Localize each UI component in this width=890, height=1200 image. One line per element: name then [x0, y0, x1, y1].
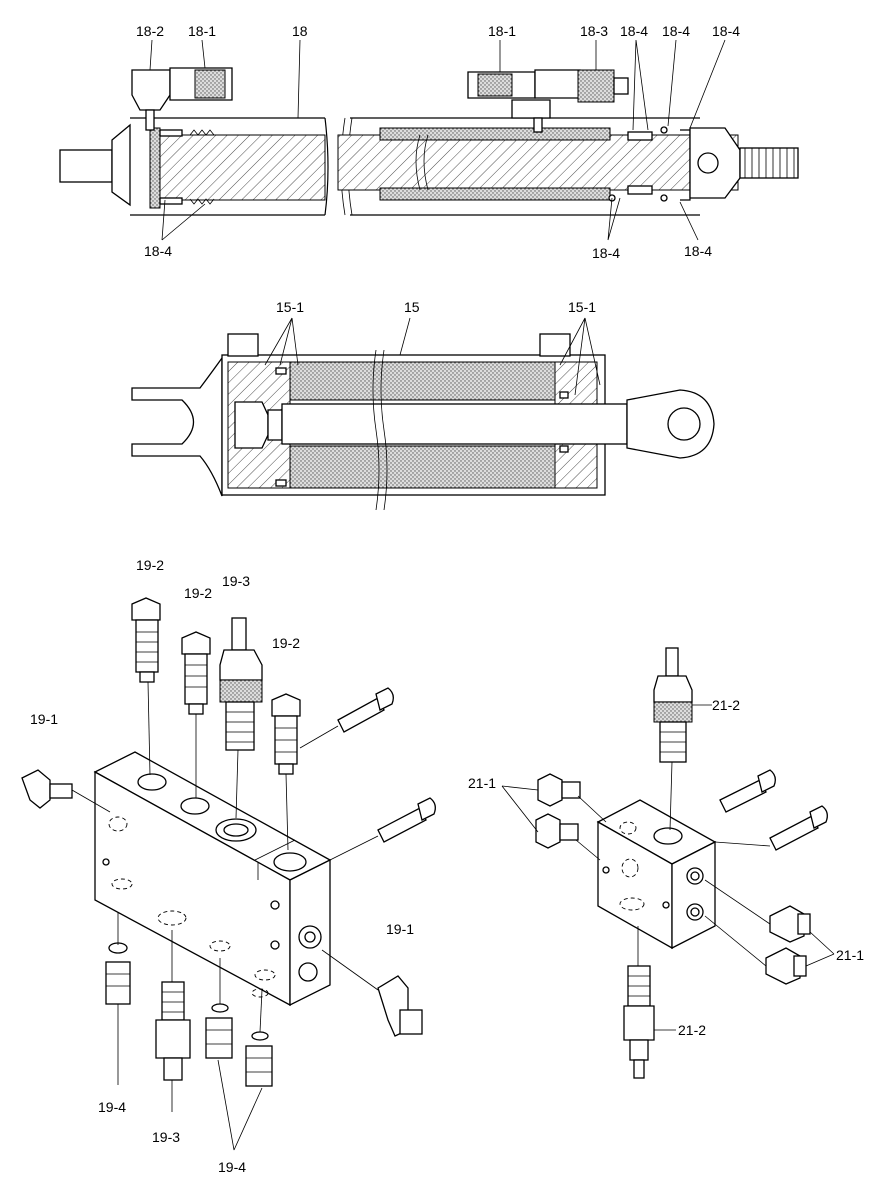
valve-block-21-assembly: 21-2 21-1 21-1 21-2: [468, 647, 864, 1079]
callout-15-1-left: 15-1: [276, 299, 304, 315]
callout-18-4-top-c: 18-4: [712, 23, 740, 39]
callout-19-4-left: 19-4: [98, 1099, 126, 1115]
callout-18-4-top-a: 18-4: [620, 23, 648, 39]
callout-18-4-bottom-left: 18-4: [144, 243, 172, 259]
cylinder-18-assembly: 18-2 18-1 18 18-1 18-3 18-4 18-4 18-4 18…: [59, 23, 799, 261]
callout-21-2-bottom: 21-2: [678, 1022, 706, 1038]
callout-19-2-b: 19-2: [184, 585, 212, 601]
callout-18-2: 18-2: [136, 23, 164, 39]
callout-18-3: 18-3: [580, 23, 608, 39]
callout-19-2-c: 19-2: [272, 635, 300, 651]
callout-18-1-left: 18-1: [188, 23, 216, 39]
callout-21-2-top: 21-2: [712, 697, 740, 713]
callout-19-2-a: 19-2: [136, 557, 164, 573]
callout-19-1-right: 19-1: [386, 921, 414, 937]
callout-18-4-bottom-right: 18-4: [684, 243, 712, 259]
callout-18-1-right: 18-1: [488, 23, 516, 39]
callout-21-1-right: 21-1: [836, 947, 864, 963]
callout-21-1-left: 21-1: [468, 775, 496, 791]
callout-15: 15: [404, 299, 420, 315]
valve-block-19-assembly: 19-2 19-2 19-3 19-2 19-1 19-1 19-4 19-3 …: [21, 557, 436, 1175]
callout-18: 18: [292, 23, 308, 39]
callout-19-1-left: 19-1: [30, 711, 58, 727]
cylinder-15-assembly: 15-1 15 15-1: [131, 299, 715, 511]
callout-19-3-top: 19-3: [222, 573, 250, 589]
callout-15-1-right: 15-1: [568, 299, 596, 315]
callout-18-4-bottom-mid: 18-4: [592, 245, 620, 261]
callout-19-3-bottom: 19-3: [152, 1129, 180, 1145]
callout-19-4-bottom: 19-4: [218, 1159, 246, 1175]
callout-18-4-top-b: 18-4: [662, 23, 690, 39]
